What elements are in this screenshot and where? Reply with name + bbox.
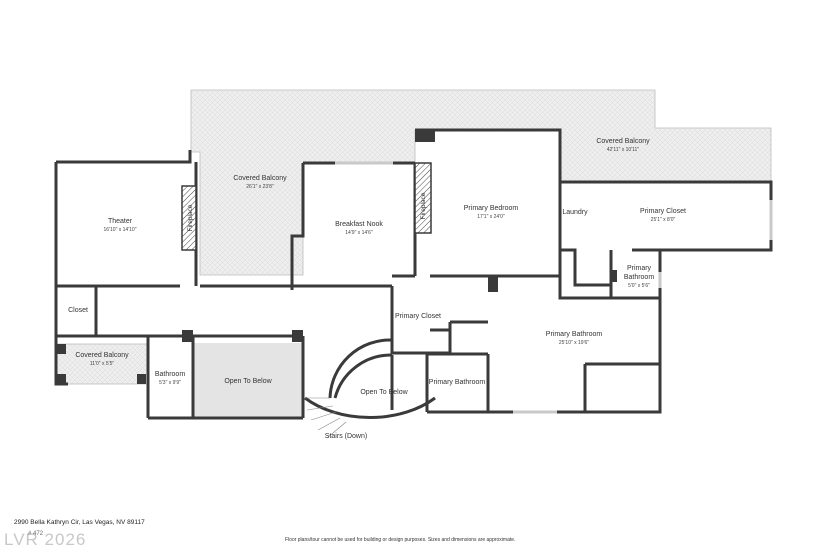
label-open-to-below-left: Open To Below <box>224 378 272 385</box>
label-breakfast-nook: Breakfast Nook <box>335 221 383 228</box>
label-open-to-below-round: Open To Below <box>360 389 408 396</box>
stairs-treads <box>305 397 347 439</box>
fireplace-label-left: Fireplace <box>187 204 194 231</box>
label-covered-balcony-top: Covered Balcony <box>596 138 650 145</box>
room-labels: Covered Balcony 42'11" x 10'11" Covered … <box>68 138 686 440</box>
fireplace-right <box>414 162 432 234</box>
voids <box>193 343 392 466</box>
void-left <box>193 343 302 418</box>
label-primary-closet-mid: Primary Closet <box>395 313 441 320</box>
label-bathroom: Bathroom <box>155 371 186 378</box>
dim-primary-closet-right: 25'1" x 8'0" <box>651 217 676 223</box>
label-primary-bathroom-big: Primary Bathroom <box>546 331 603 338</box>
watermark: LVR 2026 <box>4 530 87 549</box>
label-primary-bedroom: Primary Bedroom <box>464 205 519 212</box>
fireplaces: Fireplace Fireplace <box>181 162 432 251</box>
dim-bathroom: 5'3" x 9'9" <box>159 380 181 386</box>
dim-primary-bedroom: 17'1" x 24'0" <box>477 214 505 220</box>
label-closet: Closet <box>68 307 88 314</box>
fireplace-label-right: Fireplace <box>420 192 427 219</box>
dim-covered-balcony-small: 11'0" x 5'5" <box>90 361 114 367</box>
footer-disclaimer: Floor plans/tour cannot be used for buil… <box>285 537 516 543</box>
dim-breakfast-nook: 14'9" x 14'6" <box>345 230 373 236</box>
label-primary-bathroom-small-1: Primary <box>627 265 652 272</box>
dim-primary-bathroom-big: 25'10" x 19'6" <box>559 340 589 346</box>
dim-covered-balcony-top: 42'11" x 10'11" <box>607 147 639 153</box>
label-stairs: Stairs (Down) <box>325 433 367 440</box>
label-primary-bathroom-lower: Primary Bathroom <box>429 379 486 386</box>
label-covered-balcony-mid: Covered Balcony <box>233 175 287 182</box>
dim-theater: 16'10" x 14'10" <box>104 227 137 233</box>
dim-primary-bathroom-small: 5'0" x 5'6" <box>628 283 650 289</box>
watermark-suffix: # 472 <box>28 531 44 537</box>
fireplace-left <box>181 185 197 251</box>
label-theater: Theater <box>108 218 133 225</box>
wall-blocks <box>57 130 617 384</box>
footer-address: 2990 Bella Kathryn Cir, Las Vegas, NV 89… <box>14 519 145 526</box>
windows <box>335 161 773 414</box>
dim-covered-balcony-mid: 26'1" x 23'8" <box>246 184 274 190</box>
label-primary-bathroom-small-2: Bathroom <box>624 274 655 281</box>
label-laundry: Laundry <box>562 209 588 216</box>
label-primary-closet-right: Primary Closet <box>640 208 686 215</box>
label-covered-balcony-small: Covered Balcony <box>75 352 129 359</box>
